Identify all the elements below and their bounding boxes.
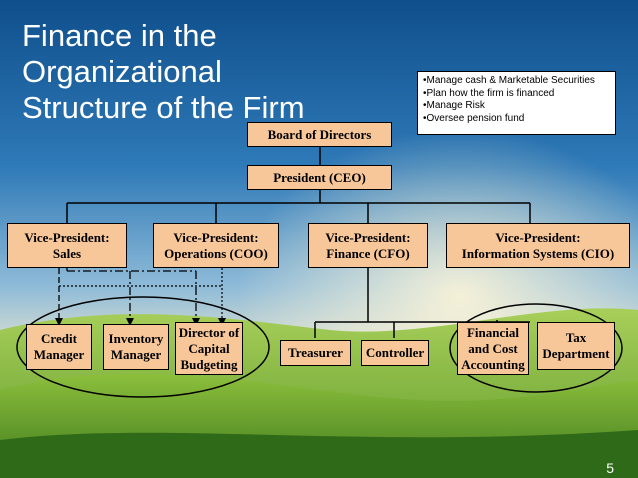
note-item: •Manage cash & Marketable Securities	[423, 75, 595, 86]
note-item: •Manage Risk	[423, 100, 485, 111]
vp-information-systems-box: Vice-President: Information Systems (CIO…	[446, 223, 630, 268]
page-number: 5	[606, 460, 614, 476]
slide-title-line-2: Structure of the Firm	[22, 90, 305, 125]
vp-sales-box: Vice-President: Sales	[7, 223, 127, 268]
slide-title-line-1: Finance in the Organizational	[22, 18, 222, 89]
cost-accounting-box: Financial and Cost Accounting	[457, 322, 529, 375]
vp-operations-box: Vice-President: Operations (COO)	[153, 223, 279, 268]
board-of-directors-box: Board of Directors	[247, 122, 392, 147]
cfo-duties-note: •Manage cash & Marketable Securities •Pl…	[417, 71, 616, 135]
capital-budgeting-box: Director of Capital Budgeting	[175, 322, 243, 375]
slide-title: Finance in the Organizational Structure …	[22, 18, 422, 126]
note-item: •Plan how the firm is financed	[423, 87, 555, 99]
controller-box: Controller	[361, 340, 429, 366]
inventory-manager-box: Inventory Manager	[103, 324, 169, 370]
tax-department-box: Tax Department	[537, 322, 615, 370]
president-box: President (CEO)	[247, 165, 392, 190]
credit-manager-box: Credit Manager	[26, 324, 92, 370]
treasurer-box: Treasurer	[280, 340, 351, 366]
note-item: •Oversee pension fund	[423, 112, 525, 124]
vp-finance-box: Vice-President: Finance (CFO)	[308, 223, 428, 268]
